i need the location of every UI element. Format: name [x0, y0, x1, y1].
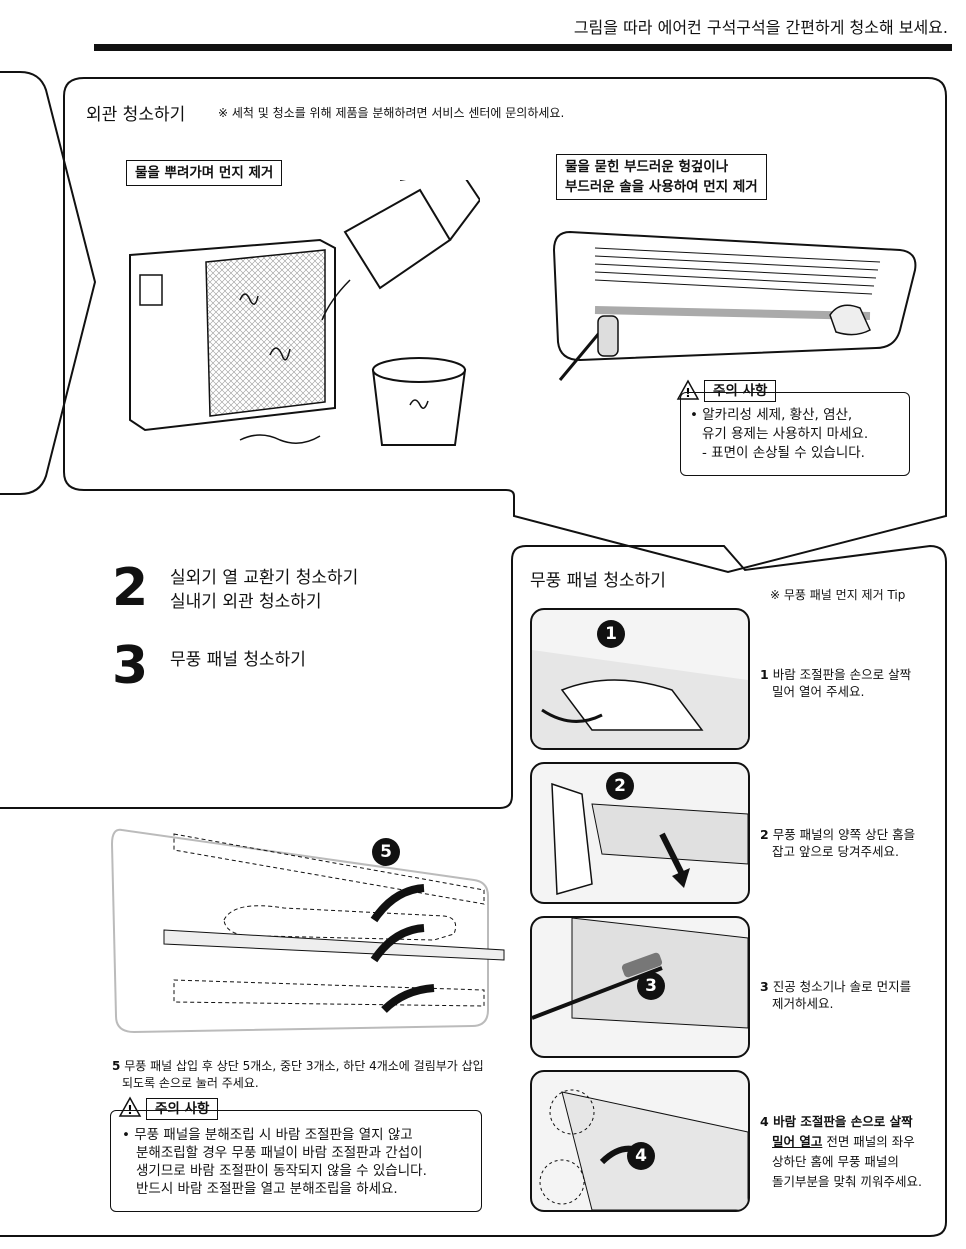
- step-5-line2: 되도록 손으로 눌러 주세요.: [122, 1076, 259, 1090]
- caution2-line4: 반드시 바람 조절판을 열고 분해조립을 하세요.: [136, 1181, 398, 1197]
- exterior-note: ※ 세척 및 청소를 위해 제품을 분해하려면 서비스 센터에 문의하세요.: [218, 106, 565, 120]
- panel-step-2-text1: 무풍 패널의 양쪽 상단 홈을: [772, 827, 916, 842]
- caution-text: • 알카리성 세제, 황산, 염산, 유기 용제는 사용하지 마세요. - 표면…: [690, 406, 868, 463]
- panel-step-3-num: 3: [760, 979, 769, 994]
- panel-step-4-caption: 4 바람 조절판을 손으로 살짝 밀어 열고 전면 패널의 좌우 상하단 홈에 …: [760, 1112, 922, 1192]
- step-3-number: 3: [112, 636, 149, 696]
- panel-step-3-text1: 진공 청소기나 솔로 먼지를: [772, 979, 912, 994]
- panel-step-4-num: 4: [760, 1114, 769, 1129]
- svg-text:!: !: [685, 386, 690, 400]
- panel-step-1-badge: 1: [597, 620, 625, 648]
- panel-title: 무풍 패널 청소하기: [530, 571, 666, 591]
- caution-title: 주의 사항: [704, 380, 777, 402]
- caution2-title: 주의 사항: [146, 1098, 219, 1120]
- caution2-line2: 분해조립할 경우 무풍 패널이 바람 조절판과 간섭이: [136, 1145, 423, 1161]
- step-5-caption: 5 무풍 패널 삽입 후 상단 5개소, 중단 3개소, 하단 4개소에 걸림부…: [112, 1058, 484, 1092]
- panel-step-2-caption: 2 무풍 패널의 양쪽 상단 홈을 잡고 앞으로 당겨주세요.: [760, 826, 915, 860]
- panel-tip: ※ 무풍 패널 먼지 제거 Tip: [770, 588, 906, 602]
- step-2-number: 2: [112, 558, 149, 618]
- panel-step-4-badge: 4: [627, 1142, 655, 1170]
- step-3-text: 무풍 패널 청소하기: [170, 650, 306, 670]
- caution-box: [680, 392, 910, 476]
- step-5-num: 5: [112, 1059, 121, 1073]
- header-rule: [94, 44, 952, 51]
- panel-insertion-illustration: [110, 828, 505, 1034]
- page-header-title: 그림을 따라 에어컨 구석구석을 간편하게 청소해 보세요.: [573, 18, 948, 37]
- panel-step-4-image: [530, 1070, 750, 1212]
- panel-step-2-num: 2: [760, 827, 769, 842]
- cloth-label: 물을 묻힌 부드러운 헝겊이나 부드러운 솔을 사용하여 먼지 제거: [556, 154, 767, 200]
- step-5-badge: 5: [372, 838, 400, 866]
- step-5-line1: 무풍 패널 삽입 후 상단 5개소, 중단 3개소, 하단 4개소에 걸림부가 …: [124, 1059, 484, 1073]
- caution2-text: • 무풍 패널을 분해조립 시 바람 조절판을 열지 않고 분해조립할 경우 무…: [122, 1126, 427, 1198]
- panel-step-1-text2: 밀어 열어 주세요.: [772, 684, 865, 699]
- panel-step-2-image: [530, 762, 750, 904]
- panel-step-3-caption: 3 진공 청소기나 솔로 먼지를 제거하세요.: [760, 978, 911, 1012]
- indoor-unit-illustration: [552, 230, 917, 381]
- panel-step-4-text2b: 전면 패널의 좌우: [822, 1134, 915, 1149]
- panel-step-4-text3: 상하단 홈에 무풍 패널의: [772, 1154, 899, 1169]
- caution2-line1: • 무풍 패널을 분해조립 시 바람 조절판을 열지 않고: [122, 1127, 413, 1143]
- spray-label: 물을 뿌려가며 먼지 제거: [126, 160, 283, 186]
- panel-step-2-badge: 2: [606, 772, 634, 800]
- step-2-text: 실외기 열 교환기 청소하기 실내기 외관 청소하기: [170, 566, 358, 614]
- caution2-line3: 생기므로 바람 조절판이 동작되지 않을 수 있습니다.: [136, 1163, 427, 1179]
- caution2-box: [110, 1110, 482, 1212]
- caution-line2: 유기 용제는 사용하지 마세요.: [702, 426, 869, 442]
- panel-step-1-num: 1: [760, 667, 769, 682]
- panel-step-1-text1: 바람 조절판을 손으로 살짝: [772, 667, 912, 682]
- step-2-line2: 실내기 외관 청소하기: [170, 592, 322, 612]
- cloth-label-line1: 물을 묻힌 부드러운 헝겊이나: [565, 159, 729, 175]
- panel-step-4-text1: 바람 조절판을 손으로 살짝: [773, 1114, 913, 1129]
- outdoor-unit-illustration: [129, 180, 480, 446]
- panel-step-4-text2: 밀어 열고: [772, 1134, 823, 1149]
- panel-step-4-text4: 돌기부분을 맞춰 끼워주세요.: [772, 1174, 922, 1189]
- caution-line1: • 알카리성 세제, 황산, 염산,: [690, 407, 853, 423]
- panel-step-1-image: [530, 608, 750, 750]
- step-2-line1: 실외기 열 교환기 청소하기: [170, 568, 359, 588]
- cloth-label-line2: 부드러운 솔을 사용하여 먼지 제거: [565, 179, 758, 195]
- panel-step-2-text2: 잡고 앞으로 당겨주세요.: [772, 844, 899, 859]
- exterior-title: 외관 청소하기: [86, 105, 186, 125]
- panel-step-3-badge: 3: [637, 972, 665, 1000]
- panel-step-3-text2: 제거하세요.: [772, 996, 834, 1011]
- panel-step-1-caption: 1 바람 조절판을 손으로 살짝 밀어 열어 주세요.: [760, 666, 911, 700]
- caution-line3: - 표면이 손상될 수 있습니다.: [702, 445, 865, 461]
